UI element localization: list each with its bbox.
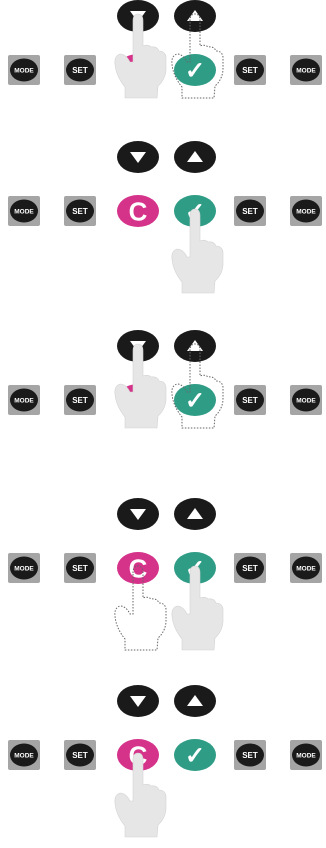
set-key-left-label: SET [72, 207, 88, 216]
set-key-left[interactable]: SET [64, 55, 96, 85]
down-arrow-key[interactable] [117, 685, 159, 717]
mode-key-right-label: MODE [296, 67, 316, 74]
set-key-left[interactable]: SET [64, 196, 96, 226]
mode-key-left-label: MODE [14, 397, 34, 404]
mode-key-left-label: MODE [14, 67, 34, 74]
up-arrow-key[interactable] [174, 0, 216, 32]
mode-key-right-label: MODE [296, 565, 316, 572]
mode-key-right[interactable]: MODE [290, 55, 322, 85]
set-key-left-label: SET [72, 396, 88, 405]
cancel-key-label: C [129, 553, 148, 583]
cancel-key[interactable]: C [117, 195, 159, 227]
mode-key-left[interactable]: MODE [8, 385, 40, 415]
mode-key-left[interactable]: MODE [8, 196, 40, 226]
mode-key-right-label: MODE [296, 752, 316, 759]
down-arrow-key[interactable] [117, 498, 159, 530]
mode-key-left-label: MODE [14, 752, 34, 759]
set-key-left[interactable]: SET [64, 385, 96, 415]
mode-key-right[interactable]: MODE [290, 385, 322, 415]
set-key-right[interactable]: SET [234, 553, 266, 583]
set-key-left[interactable]: SET [64, 553, 96, 583]
up-arrow-key[interactable] [174, 498, 216, 530]
mode-key-right[interactable]: MODE [290, 740, 322, 770]
set-key-left-label: SET [72, 66, 88, 75]
set-key-right-label: SET [242, 751, 258, 760]
confirm-key[interactable]: ✓ [174, 739, 216, 771]
cancel-key-label: C [129, 196, 148, 226]
confirm-key-label: ✓ [185, 743, 205, 770]
set-key-left-label: SET [72, 564, 88, 573]
set-key-right[interactable]: SET [234, 55, 266, 85]
mode-key-right[interactable]: MODE [290, 553, 322, 583]
cancel-key[interactable]: C [117, 552, 159, 584]
mode-key-right-label: MODE [296, 397, 316, 404]
set-key-right[interactable]: SET [234, 196, 266, 226]
mode-key-left[interactable]: MODE [8, 553, 40, 583]
set-key-right-label: SET [242, 66, 258, 75]
up-arrow-key[interactable] [174, 685, 216, 717]
down-arrow-key[interactable] [117, 141, 159, 173]
mode-key-left[interactable]: MODE [8, 740, 40, 770]
set-key-right-label: SET [242, 396, 258, 405]
mode-key-left[interactable]: MODE [8, 55, 40, 85]
mode-key-right-label: MODE [296, 208, 316, 215]
mode-key-right[interactable]: MODE [290, 196, 322, 226]
set-key-left-label: SET [72, 751, 88, 760]
up-arrow-key[interactable] [174, 330, 216, 362]
mode-key-left-label: MODE [14, 208, 34, 215]
set-key-left[interactable]: SET [64, 740, 96, 770]
set-key-right-label: SET [242, 207, 258, 216]
confirm-key[interactable]: ✓ [174, 384, 216, 416]
set-key-right-label: SET [242, 564, 258, 573]
mode-key-left-label: MODE [14, 565, 34, 572]
up-arrow-key[interactable] [174, 141, 216, 173]
set-key-right[interactable]: SET [234, 740, 266, 770]
confirm-key[interactable]: ✓ [174, 54, 216, 86]
set-key-right[interactable]: SET [234, 385, 266, 415]
